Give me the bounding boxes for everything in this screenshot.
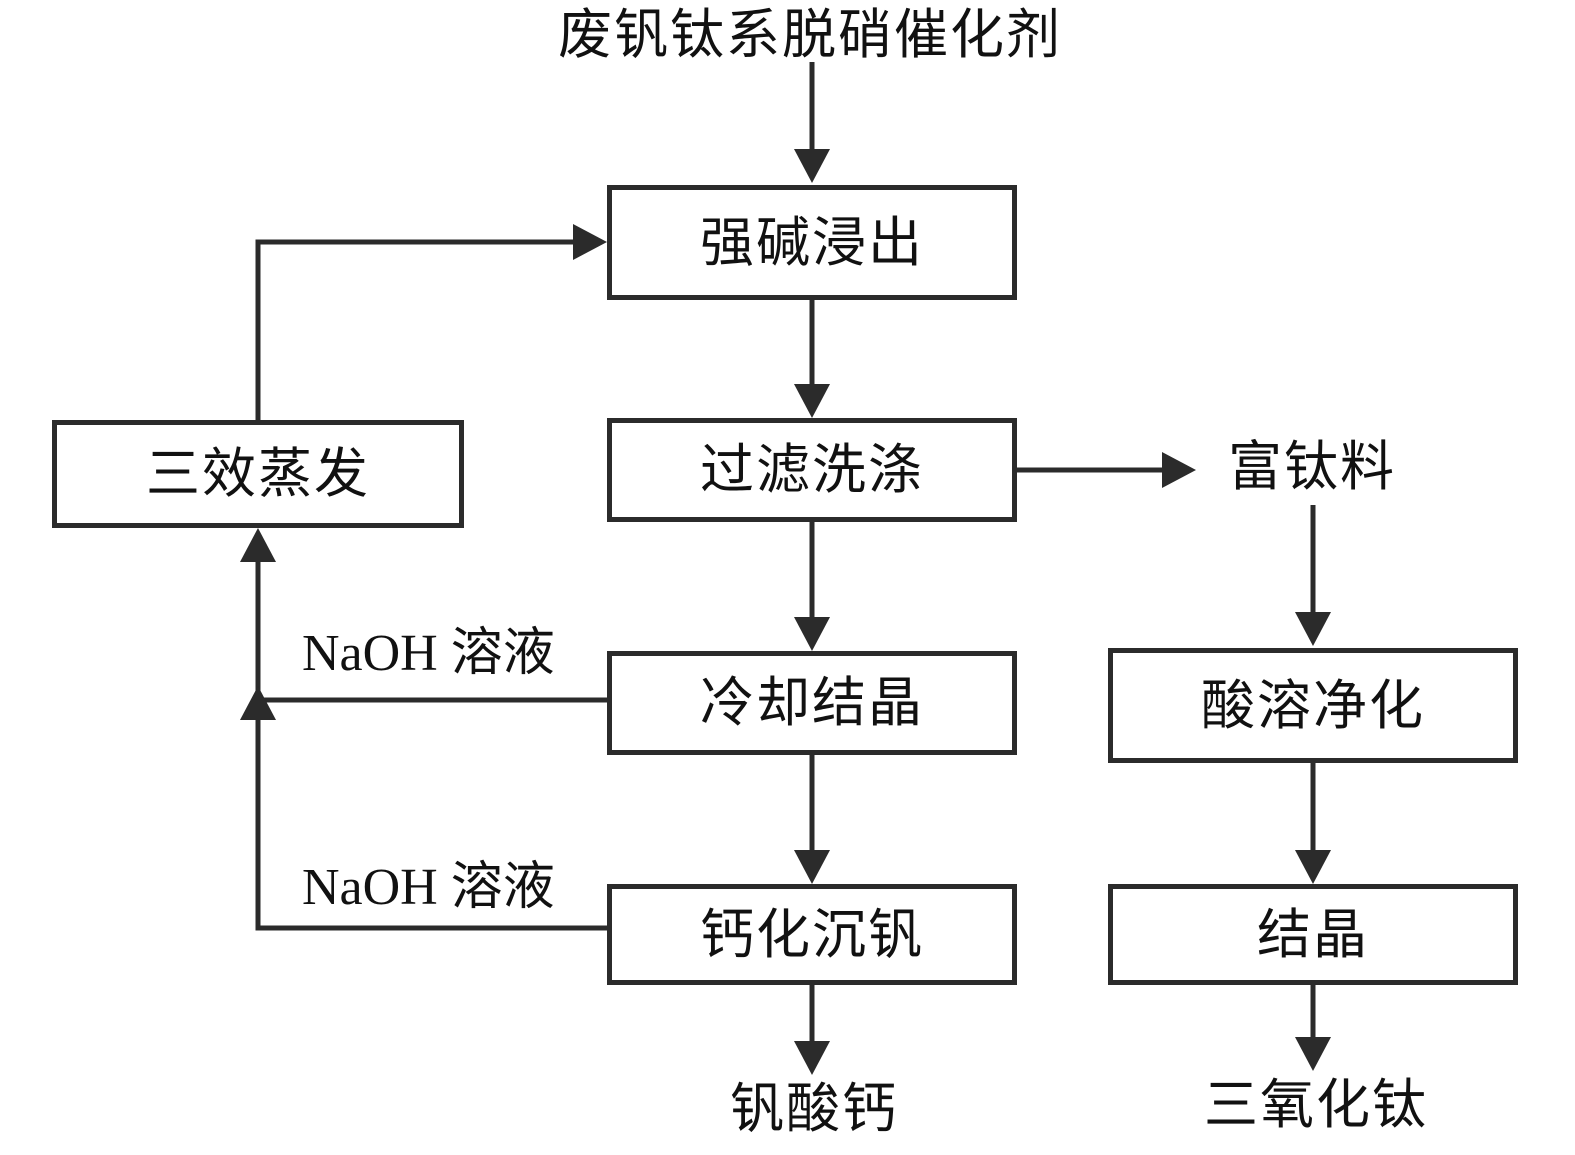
arrowhead-down-calcium bbox=[794, 850, 830, 884]
arrowhead-down-acid bbox=[1295, 612, 1331, 646]
node-cooling-crystallization[interactable]: 冷却结晶 bbox=[607, 651, 1017, 755]
node-strong-alkali-leaching[interactable]: 强碱浸出 bbox=[607, 185, 1017, 300]
node-acid-dissolution-purification[interactable]: 酸溶净化 bbox=[1108, 648, 1518, 763]
arrowhead-down-crystallize bbox=[1295, 850, 1331, 884]
node-label-acid-purify: 酸溶净化 bbox=[1201, 675, 1425, 736]
arrowhead-right-leach-side bbox=[573, 224, 607, 260]
terminal-calcium-vanadate-label: 钒酸钙 bbox=[730, 1079, 898, 1139]
arrowhead-right-tirich bbox=[1162, 452, 1196, 488]
arrowhead-down-vanadate bbox=[794, 1041, 830, 1075]
terminal-feed-label: 废钒钛系脱硝催化剂 bbox=[558, 5, 1062, 65]
node-label-calcium-vpt: 钙化沉钒 bbox=[700, 904, 924, 965]
arrowhead-down-filter bbox=[794, 384, 830, 418]
node-label-cool-cryst: 冷却结晶 bbox=[700, 673, 924, 733]
terminal-ti-rich-label: 富钛料 bbox=[1228, 437, 1396, 497]
arrowhead-down-titania bbox=[1295, 1037, 1331, 1071]
node-crystallization[interactable]: 结晶 bbox=[1108, 884, 1518, 985]
arrowhead-up-evap-mid bbox=[240, 686, 276, 720]
arrowhead-down-leach bbox=[794, 149, 830, 183]
arrowhead-up-evap-bottom bbox=[240, 528, 276, 562]
node-label-filter-wash: 过滤洗涤 bbox=[700, 440, 924, 500]
node-label-leach: 强碱浸出 bbox=[700, 212, 924, 273]
node-triple-effect-evaporation[interactable]: 三效蒸发 bbox=[52, 420, 464, 528]
node-filter-washing[interactable]: 过滤洗涤 bbox=[607, 418, 1017, 522]
arrowhead-down-cool bbox=[794, 617, 830, 651]
node-label-evaporation: 三效蒸发 bbox=[146, 444, 370, 504]
edge-calcium-to-evap bbox=[255, 555, 607, 931]
arrowheads bbox=[240, 149, 1331, 1075]
node-label-crystallize: 结晶 bbox=[1257, 904, 1369, 965]
node-calcification-vanadium-precipitation[interactable]: 钙化沉钒 bbox=[607, 884, 1017, 985]
edge-evap-to-leach bbox=[255, 239, 582, 420]
edge-label-naoh-lower: NaOH 溶液 bbox=[302, 859, 555, 916]
terminal-titanium-oxide-label: 三氧化钛 bbox=[1204, 1075, 1428, 1135]
edge-label-naoh-upper: NaOH 溶液 bbox=[302, 625, 555, 682]
